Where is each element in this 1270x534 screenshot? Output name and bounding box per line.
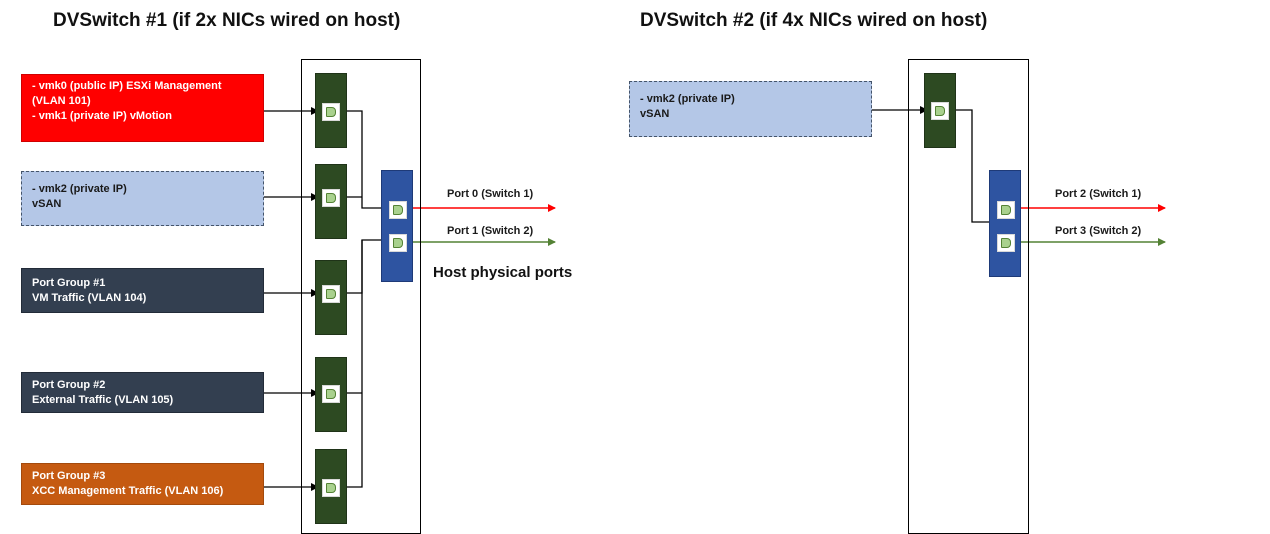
nic-port-icon: [322, 189, 340, 207]
port-label-2: Port 2 (Switch 1): [1055, 188, 1142, 200]
bus2: [950, 109, 998, 223]
bus-top: [340, 110, 392, 209]
virtual-port[interactable]: [315, 260, 347, 335]
port-group-vmk0-vmk1[interactable]: - vmk0 (public IP) ESXi Management (VLAN…: [21, 74, 264, 142]
virtual-port[interactable]: [924, 73, 956, 148]
nic-port-icon: [322, 479, 340, 497]
bus-pg3: [340, 239, 392, 488]
uplink-block[interactable]: [381, 170, 413, 282]
nic-port-icon: [322, 285, 340, 303]
pg-line: vSAN: [32, 198, 62, 210]
pg-line: Port Group #1: [32, 277, 106, 289]
pg-line: VM Traffic (VLAN 104): [32, 292, 147, 304]
pg-line: (VLAN 101): [32, 95, 91, 107]
pg-line: Port Group #3: [32, 470, 106, 482]
virtual-port[interactable]: [315, 357, 347, 432]
port-group-vmk2-sw2[interactable]: - vmk2 (private IP) vSAN: [629, 81, 872, 137]
port-label-1: Port 1 (Switch 2): [447, 225, 534, 237]
virtual-port[interactable]: [315, 449, 347, 524]
nic-port-icon: [931, 102, 949, 120]
uplink-port-3-icon: [997, 234, 1015, 252]
pg-line: vSAN: [640, 108, 670, 120]
port-label-3: Port 3 (Switch 2): [1055, 225, 1142, 237]
nic-port-icon: [322, 385, 340, 403]
dvswitch2-title: DVSwitch #2 (if 4x NICs wired on host): [640, 10, 988, 31]
port-group-2[interactable]: Port Group #2 External Traffic (VLAN 105…: [21, 372, 264, 413]
port-group-vmk2[interactable]: - vmk2 (private IP) vSAN: [21, 171, 264, 226]
pg-line: - vmk1 (private IP) vMotion: [32, 110, 172, 122]
uplink-port-2-icon: [997, 201, 1015, 219]
uplink-block-sw2[interactable]: [989, 170, 1021, 277]
pg-line: Port Group #2: [32, 379, 106, 391]
dvswitch1-title: DVSwitch #1 (if 2x NICs wired on host): [53, 10, 401, 31]
nic-port-icon: [322, 103, 340, 121]
host-physical-ports-caption: Host physical ports: [433, 264, 573, 281]
pg-line: - vmk2 (private IP): [640, 93, 735, 105]
pg-line: External Traffic (VLAN 105): [32, 394, 174, 406]
port-group-3[interactable]: Port Group #3 XCC Management Traffic (VL…: [21, 463, 264, 505]
virtual-port[interactable]: [315, 164, 347, 239]
pg-line: - vmk0 (public IP) ESXi Management: [32, 80, 222, 92]
uplink-port-1-icon: [389, 234, 407, 252]
virtual-port[interactable]: [315, 73, 347, 148]
port-label-0: Port 0 (Switch 1): [447, 188, 534, 200]
pg-line: - vmk2 (private IP): [32, 183, 127, 195]
uplink-port-0-icon: [389, 201, 407, 219]
port-group-1[interactable]: Port Group #1 VM Traffic (VLAN 104): [21, 268, 264, 313]
pg-line: XCC Management Traffic (VLAN 106): [32, 485, 224, 497]
